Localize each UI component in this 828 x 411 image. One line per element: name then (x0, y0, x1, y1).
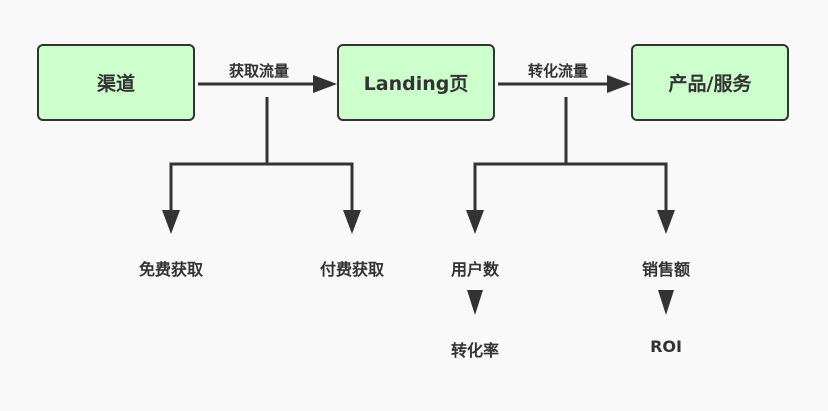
arrowhead-product (607, 75, 631, 93)
leaf-users: 用户数 (450, 260, 500, 279)
node-channel: 渠道 (37, 44, 195, 121)
arrowhead-sales (657, 210, 675, 234)
arrowhead-roi (658, 290, 674, 315)
edge-label-convert: 转化流量 (528, 62, 589, 80)
arrowhead-users (466, 210, 484, 234)
leaf-free: 免费获取 (138, 260, 204, 279)
leaf-paid: 付费获取 (319, 260, 385, 279)
arrowhead-paid (343, 210, 361, 234)
arrowhead-landing (313, 75, 337, 93)
node-channel-label: 渠道 (96, 73, 135, 95)
branch-acquire-bar (169, 162, 354, 212)
node-landing: Landing页 (337, 44, 495, 121)
leaf-roi: ROI (650, 337, 682, 356)
arrowhead-free (162, 210, 180, 234)
node-product-label: 产品/服务 (668, 73, 752, 95)
arrowhead-conversion-rate (467, 290, 483, 315)
node-landing-label: Landing页 (363, 73, 469, 95)
leaf-sales: 销售额 (641, 260, 691, 279)
node-product: 产品/服务 (631, 44, 789, 121)
leaf-conversion-rate: 转化率 (450, 341, 500, 360)
edge-label-acquire: 获取流量 (229, 62, 290, 80)
branch-convert-bar (473, 162, 668, 212)
